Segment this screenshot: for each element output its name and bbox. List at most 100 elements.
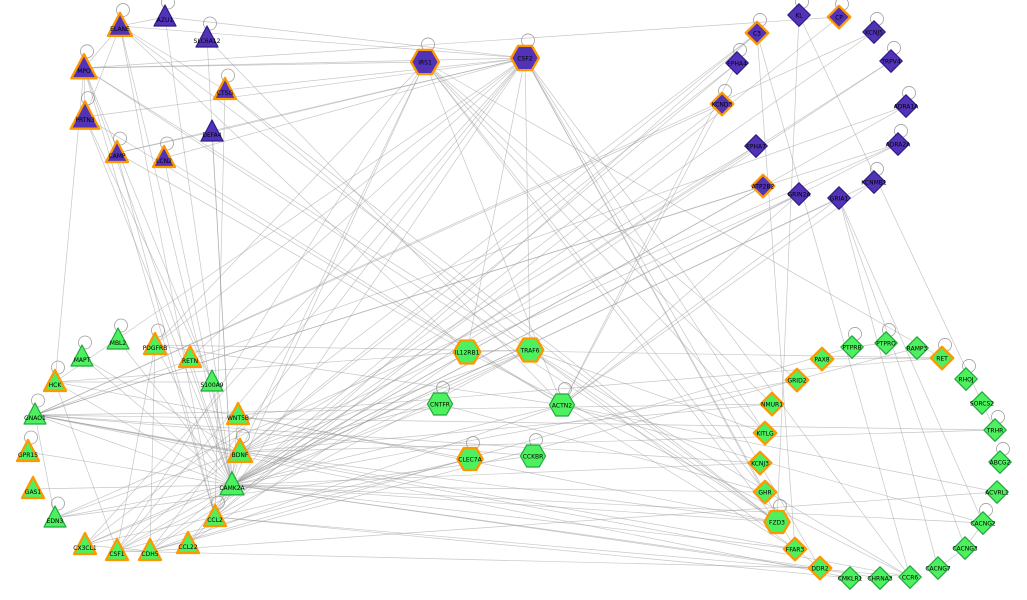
node-PTPRB[interactable]: PTPRB — [840, 335, 864, 359]
edge — [424, 61, 778, 523]
node-ADRA2A[interactable]: ADRA2A — [886, 132, 912, 156]
diamond-node-shape — [983, 418, 1007, 442]
node-GNAO1[interactable]: GNAO1 — [23, 402, 47, 425]
node-CACNG3[interactable]: CACNG3 — [952, 536, 978, 560]
self-loop-edge — [78, 335, 92, 350]
edge — [163, 57, 526, 159]
node-AZU1[interactable]: AZU1 — [153, 4, 177, 27]
triangle-node-shape — [70, 53, 98, 80]
node-C3[interactable]: C3 — [744, 20, 770, 46]
node-CMKLR1[interactable]: CMKLR1 — [838, 566, 863, 590]
edge — [237, 414, 778, 523]
node-GRIA1[interactable]: GRIA1 — [827, 186, 851, 210]
node-CP[interactable]: CP — [826, 4, 852, 30]
node-CNTFR[interactable]: CNTFR — [426, 392, 454, 416]
node-FZD3[interactable]: FZD3 — [763, 509, 791, 535]
edge — [83, 67, 233, 486]
diamond-node-shape — [752, 479, 778, 505]
diamond-node-shape — [868, 566, 892, 590]
node-ABCG2[interactable]: ABCG2 — [988, 450, 1012, 474]
node-ADRA1A[interactable]: ADRA1A — [894, 94, 920, 118]
node-CHRNA3[interactable]: CHRNA3 — [867, 566, 893, 590]
edge — [119, 25, 226, 91]
edge — [83, 57, 526, 69]
edge — [189, 357, 233, 486]
edge — [529, 349, 778, 523]
edge — [231, 484, 821, 569]
node-TRHR[interactable]: TRHR — [983, 418, 1007, 442]
edge — [34, 31, 875, 416]
edge — [117, 339, 233, 486]
edge — [116, 61, 426, 552]
node-CCKBR[interactable]: CCKBR — [519, 444, 547, 468]
node-CACNG2[interactable]: CACNG2 — [970, 511, 996, 535]
triangle-node-shape — [106, 11, 134, 38]
diamond-node-shape — [787, 182, 811, 206]
triangle-node-shape — [200, 369, 224, 392]
node-KCNJ5[interactable]: KCNJ5 — [862, 20, 886, 44]
node-GHR[interactable]: GHR — [752, 479, 778, 505]
edge — [119, 25, 216, 518]
edge — [224, 57, 526, 91]
triangle-node-shape — [15, 438, 41, 463]
node-SORCS2[interactable]: SORCS2 — [970, 391, 994, 415]
edge — [838, 197, 939, 569]
edge — [424, 61, 773, 405]
node-CACNG7[interactable]: CACNG7 — [925, 556, 951, 580]
node-EPHA7[interactable]: EPHA7 — [744, 134, 768, 158]
hexagon-node-shape — [409, 48, 441, 76]
node-MAPT[interactable]: MAPT — [70, 344, 94, 367]
node-IL12RB1[interactable]: IL12RB1 — [452, 339, 482, 365]
diamond-node-shape — [826, 4, 852, 30]
node-KCNMB1[interactable]: KCNMB1 — [861, 170, 887, 194]
hexagon-node-shape — [763, 509, 791, 535]
node-MBL2[interactable]: MBL2 — [106, 327, 130, 350]
node-S100A9[interactable]: S100A9 — [200, 369, 224, 392]
edge — [529, 349, 766, 434]
node-TRPV4[interactable]: TRPV4 — [879, 49, 903, 73]
edge — [54, 455, 534, 519]
node-GRID2[interactable]: GRID2 — [784, 367, 810, 393]
edge — [119, 25, 468, 353]
edge — [34, 414, 851, 579]
edge — [84, 349, 531, 546]
triangle-node-shape — [137, 537, 163, 562]
edge — [116, 57, 526, 154]
edge — [34, 414, 911, 578]
node-TRAF6[interactable]: TRAF6 — [515, 337, 545, 363]
node-KL[interactable]: KL — [787, 3, 811, 27]
node-GPR15[interactable]: GPR15 — [15, 438, 41, 463]
edge — [776, 14, 800, 523]
diamond-node-shape — [985, 480, 1009, 504]
edge — [231, 379, 798, 486]
node-LCN2[interactable]: LCN2 — [151, 144, 177, 169]
node-SLC6A12[interactable]: SLC6A12 — [194, 25, 221, 48]
node-CLEC7A[interactable]: CLEC7A — [456, 446, 484, 472]
node-RHOJ[interactable]: RHOJ — [954, 367, 978, 391]
node-CDH5[interactable]: CDH5 — [137, 537, 163, 562]
node-WNT5B[interactable]: WNT5B — [225, 401, 251, 426]
node-KITLG[interactable]: KITLG — [752, 420, 778, 446]
node-RET[interactable]: RET — [929, 345, 955, 371]
node-CSF2[interactable]: CSF2 — [509, 44, 541, 72]
edge — [524, 57, 911, 578]
node-ACVRL1[interactable]: ACVRL1 — [985, 480, 1009, 504]
edges-layer — [27, 14, 998, 579]
triangle-node-shape — [195, 25, 219, 48]
triangle-node-shape — [151, 144, 177, 169]
triangle-node-shape — [42, 368, 68, 393]
edge — [756, 32, 796, 550]
node-HCK[interactable]: HCK — [42, 368, 68, 393]
edge — [164, 16, 233, 486]
node-GAS1[interactable]: GAS1 — [20, 475, 46, 500]
node-KCND3[interactable]: KCND3 — [709, 91, 735, 117]
node-CCR6[interactable]: CCR6 — [898, 565, 922, 589]
edge — [83, 67, 531, 351]
diamond-node-shape — [752, 420, 778, 446]
edge — [838, 197, 966, 549]
node-IRS1[interactable]: IRS1 — [409, 48, 441, 76]
node-ACTN2[interactable]: ACTN2 — [548, 393, 576, 417]
node-CTSG[interactable]: CTSG — [212, 76, 238, 101]
node-ATP2B2[interactable]: ATP2B2 — [750, 173, 776, 199]
